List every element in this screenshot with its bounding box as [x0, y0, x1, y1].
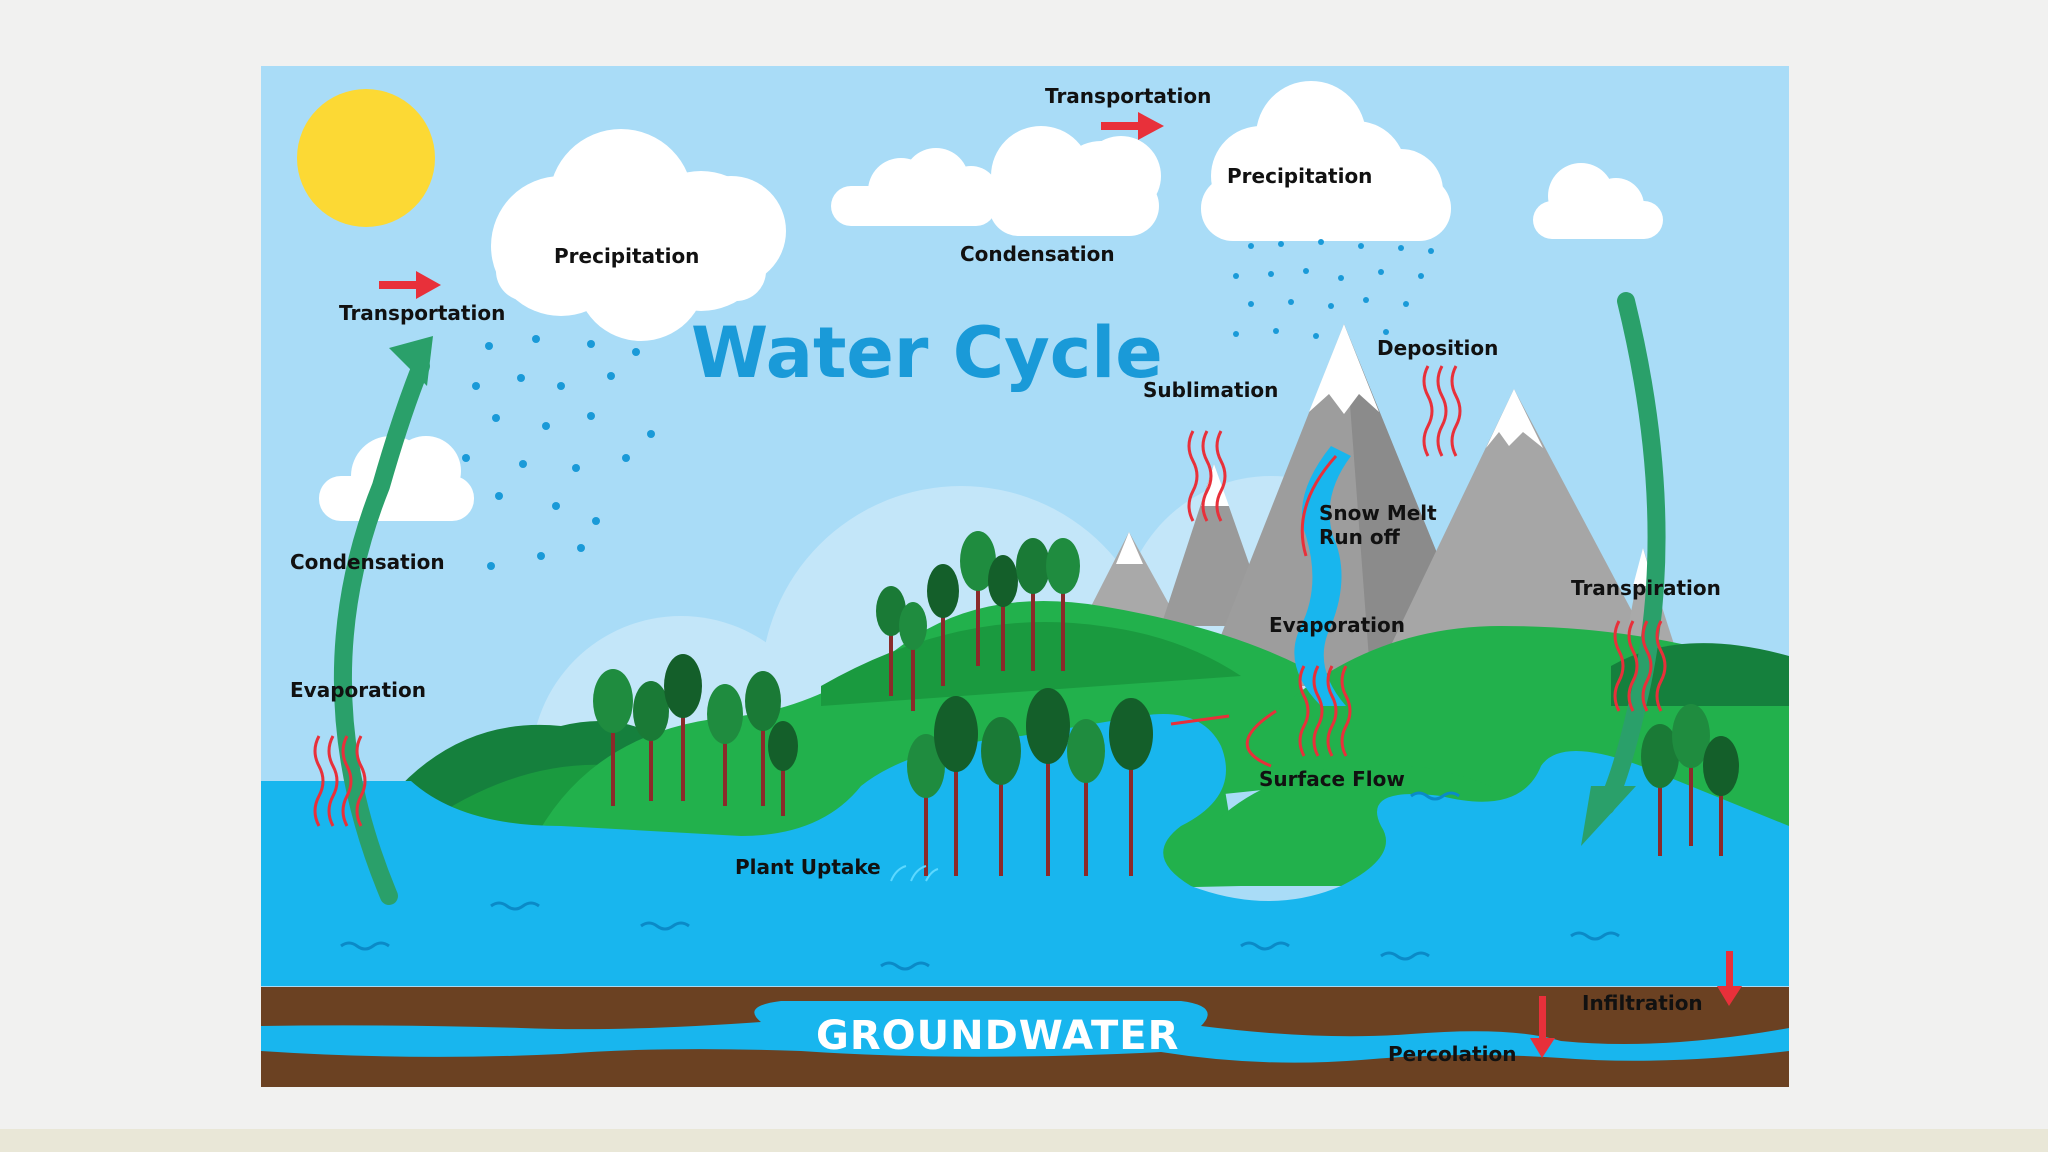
label-infiltration: Infiltration: [1582, 991, 1703, 1015]
label-snow-melt: Snow Melt: [1319, 501, 1437, 525]
diagram-title: Water Cycle: [691, 312, 1163, 394]
label-transportation-top: Transportation: [1045, 84, 1211, 108]
cloud-condensation-top: [989, 126, 1161, 236]
sun: [297, 89, 435, 227]
footer-bar: [0, 1129, 2048, 1152]
label-condensation-top: Condensation: [960, 242, 1115, 266]
water-cycle-diagram: Water Cycle GROUNDWATER Transportation T…: [261, 66, 1789, 1087]
label-transpiration: Transpiration: [1571, 576, 1721, 600]
label-precipitation-right: Precipitation: [1227, 164, 1372, 188]
label-transportation-left: Transportation: [339, 301, 505, 325]
label-plant-uptake: Plant Uptake: [735, 855, 881, 879]
label-run-off: Run off: [1319, 525, 1401, 549]
label-percolation: Percolation: [1388, 1042, 1516, 1066]
label-precipitation-left: Precipitation: [554, 244, 699, 268]
label-condensation-left: Condensation: [290, 550, 445, 574]
label-evaporation-right: Evaporation: [1269, 613, 1405, 637]
label-sublimation: Sublimation: [1143, 378, 1278, 402]
label-evaporation-left: Evaporation: [290, 678, 426, 702]
label-surface-flow: Surface Flow: [1259, 767, 1405, 791]
label-deposition: Deposition: [1377, 336, 1498, 360]
groundwater-label: GROUNDWATER: [816, 1013, 1179, 1059]
